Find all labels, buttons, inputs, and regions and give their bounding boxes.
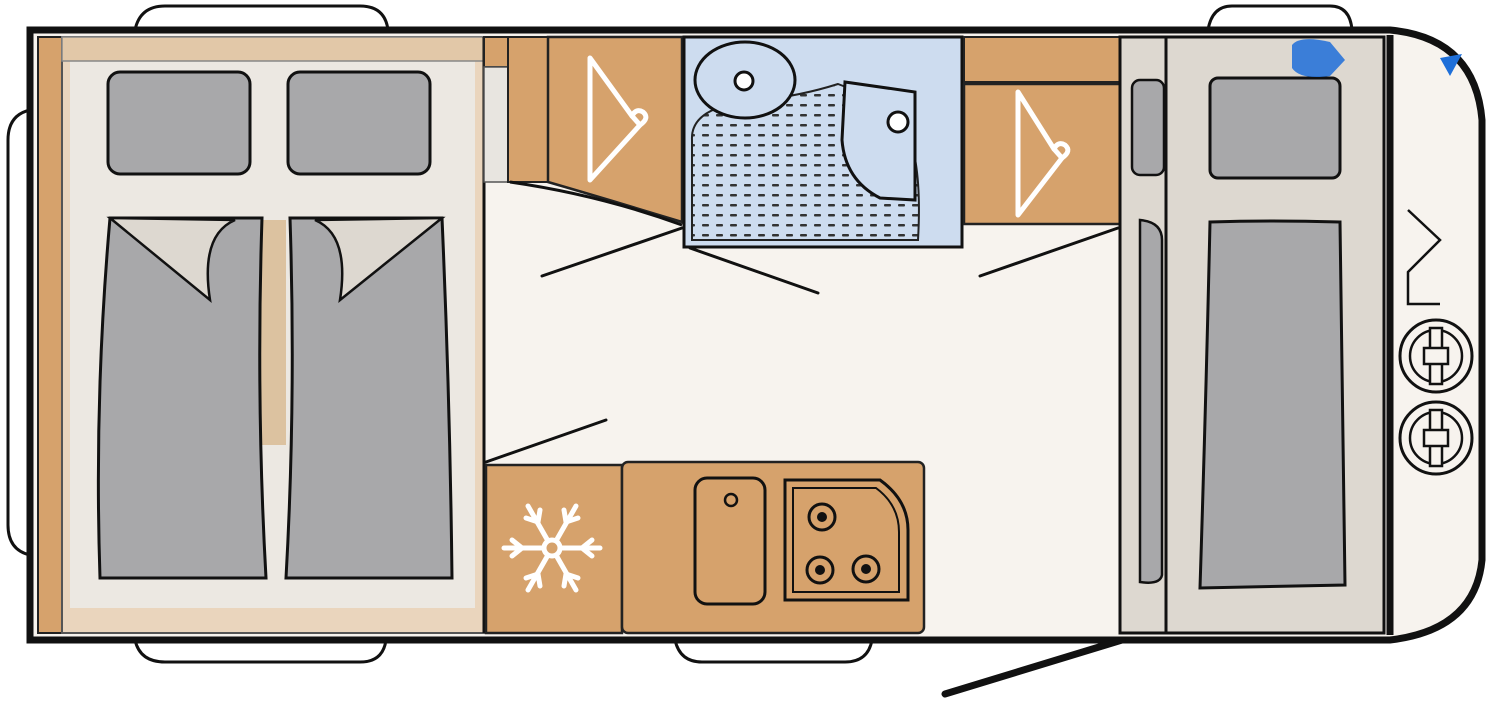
rear-wall bbox=[37, 36, 63, 634]
sink-icon bbox=[693, 40, 797, 120]
window-bottom-mid bbox=[673, 638, 874, 664]
gas-bottle-icon bbox=[1398, 318, 1474, 394]
window-bottom-left bbox=[133, 638, 388, 664]
bench-cushion bbox=[1198, 219, 1347, 590]
pillow-icon bbox=[1208, 76, 1342, 180]
accent-mark bbox=[1292, 39, 1462, 77]
front-lounge bbox=[1118, 35, 1386, 635]
window-top-right bbox=[1206, 4, 1354, 32]
pillow-icon bbox=[286, 70, 432, 176]
gas-locker bbox=[1386, 35, 1474, 635]
hob-icon bbox=[783, 478, 910, 602]
wardrobe-left-door bbox=[509, 180, 683, 227]
windows bbox=[6, 4, 1354, 664]
bed-icon bbox=[96, 216, 268, 580]
window-top-left bbox=[133, 4, 390, 32]
washroom bbox=[682, 35, 964, 249]
door-icon bbox=[941, 636, 1126, 698]
bed-gap-strip bbox=[258, 220, 286, 445]
pillow-icon bbox=[106, 70, 252, 176]
hanger-icon bbox=[1015, 89, 1071, 218]
wardrobe-left bbox=[483, 35, 684, 227]
window-rear bbox=[6, 108, 32, 557]
rear-bedroom bbox=[61, 36, 485, 634]
gas-bottle-icon bbox=[1398, 400, 1474, 476]
headboard-shelf bbox=[61, 36, 485, 62]
fridge bbox=[484, 463, 624, 635]
interior-doors bbox=[484, 226, 1120, 464]
toilet-icon bbox=[840, 80, 917, 202]
hanger-icon bbox=[587, 55, 649, 183]
bed-icon bbox=[284, 216, 454, 580]
kitchen bbox=[620, 460, 926, 635]
sink-icon bbox=[693, 476, 767, 606]
snowflake-icon bbox=[501, 503, 603, 593]
wardrobe-right bbox=[962, 36, 1122, 226]
